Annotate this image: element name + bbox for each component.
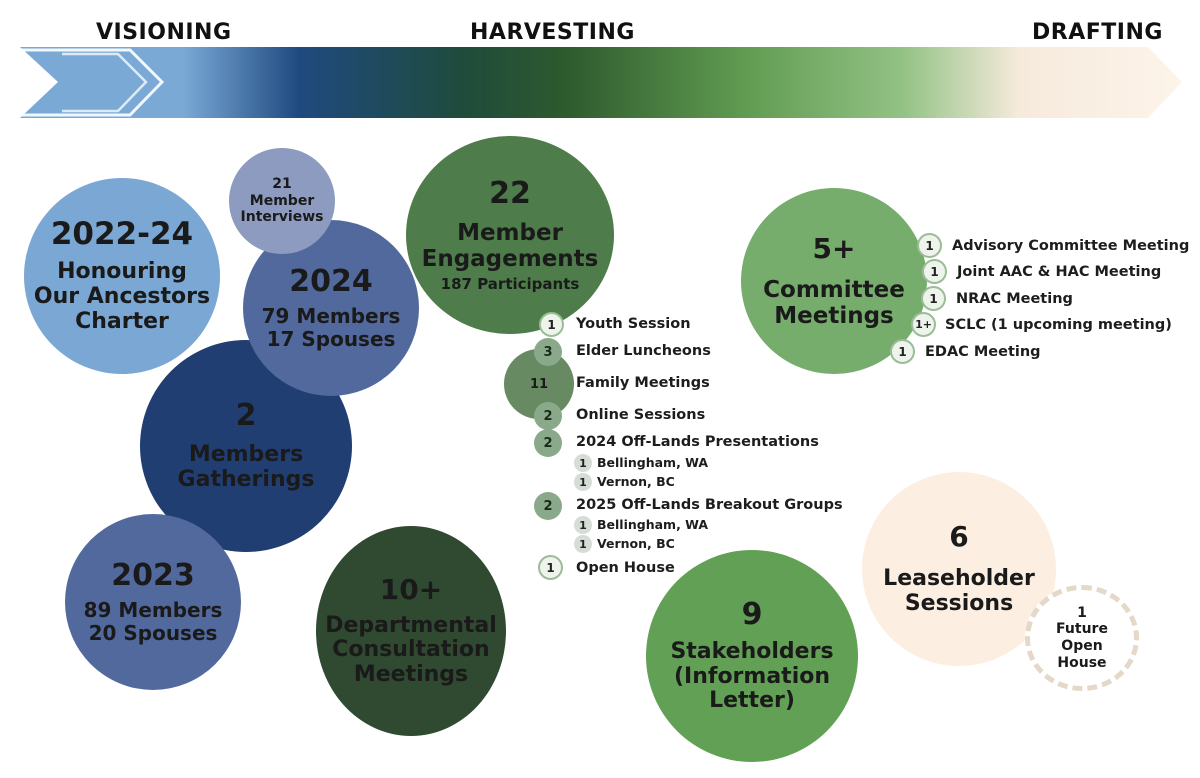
phase-drafting-label: DRAFTING	[1032, 20, 1163, 45]
engagements-participants: 187 Participants	[440, 275, 580, 294]
breakout-label: 2025 Off-Lands Breakout Groups	[576, 497, 843, 513]
engagements-count: 22	[489, 175, 531, 211]
departmental-bubble: 10+ Departmental Consultation Meetings	[316, 526, 506, 736]
stakeholders-line1: Stakeholders	[670, 638, 834, 664]
edac-badge: 1	[890, 339, 915, 364]
leaseholder-line2: Sessions	[904, 590, 1014, 616]
presentations-label: 2024 Off-Lands Presentations	[576, 434, 819, 450]
charter-line2: Our Ancestors	[33, 284, 211, 310]
family-meetings-label: Family Meetings	[576, 375, 710, 391]
family-meetings-count: 11	[529, 376, 549, 392]
departmental-line3: Meetings	[353, 662, 469, 688]
stakeholders-line3: Letter)	[709, 688, 795, 714]
advisory-badge: 1	[917, 233, 942, 258]
future-line1: Future	[1056, 621, 1108, 638]
engagements-line1: Member	[457, 220, 563, 247]
timeline-chevron-1	[20, 48, 165, 117]
interviews-line2: Interviews	[240, 209, 324, 226]
open-house-label: Open House	[576, 560, 675, 576]
pres-vernon-label: Vernon, BC	[597, 474, 675, 489]
interviews-count: 21	[272, 176, 292, 193]
leaseholder-bubble: 6 Leaseholder Sessions	[862, 472, 1056, 666]
charter-line3: Charter	[75, 308, 169, 334]
committee-count: 5+	[812, 232, 856, 266]
sclc-label: SCLC (1 upcoming meeting)	[945, 317, 1172, 333]
year-2024-title: 2024	[289, 264, 373, 300]
leaseholder-line1: Leaseholder	[883, 565, 1035, 591]
phase-visioning-label: VISIONING	[96, 20, 232, 45]
engagements-bubble: 22 Member Engagements 187 Participants	[406, 136, 614, 334]
stakeholders-bubble: 9 Stakeholders (Information Letter)	[646, 550, 858, 762]
leaseholder-count: 6	[949, 520, 969, 554]
departmental-line1: Departmental	[325, 612, 497, 638]
committee-line2: Meetings	[774, 302, 894, 329]
youth-session-label: Youth Session	[576, 316, 691, 332]
joint-label: Joint AAC & HAC Meeting	[957, 264, 1162, 280]
year-2024-line1: 79 Members	[261, 304, 401, 329]
brk-bellingham-label: Bellingham, WA	[597, 517, 709, 532]
advisory-label: Advisory Committee Meeting	[952, 238, 1190, 254]
nrac-label: NRAC Meeting	[956, 291, 1073, 307]
pres-vernon-badge: 1	[574, 473, 592, 491]
gatherings-line1: Members	[188, 442, 304, 468]
year-2023-line2: 20 Spouses	[88, 620, 218, 645]
nrac-badge: 1	[921, 286, 946, 311]
future-line3: House	[1057, 654, 1107, 671]
future-count: 1	[1077, 604, 1087, 621]
presentations-badge: 2	[534, 429, 562, 457]
timeline-arrow-body	[20, 47, 1182, 118]
future-open-house-bubble: 1 Future Open House	[1025, 585, 1139, 691]
sclc-badge: 1+	[911, 312, 936, 337]
year-2024-line2: 17 Spouses	[266, 326, 396, 351]
online-sessions-badge: 2	[534, 402, 562, 430]
year-2023-line1: 89 Members	[83, 598, 223, 623]
joint-badge: 1	[922, 259, 947, 284]
timeline-arrow	[20, 47, 1182, 118]
brk-bellingham-badge: 1	[574, 516, 592, 534]
stakeholders-count: 9	[741, 596, 763, 632]
edac-label: EDAC Meeting	[925, 344, 1041, 360]
departmental-count: 10+	[379, 572, 443, 606]
elder-luncheons-badge: 3	[534, 338, 562, 366]
brk-vernon-label: Vernon, BC	[597, 536, 675, 551]
gatherings-line2: Gatherings	[177, 466, 315, 492]
interviews-bubble: 21 Member Interviews	[229, 148, 335, 254]
pres-bellingham-label: Bellingham, WA	[597, 455, 709, 470]
committee-line1: Committee	[763, 276, 905, 303]
charter-line1: Honouring	[57, 259, 187, 285]
charter-year: 2022-24	[50, 216, 194, 253]
breakout-badge: 2	[534, 492, 562, 520]
elder-luncheons-label: Elder Luncheons	[576, 343, 711, 359]
stakeholders-line2: (Information	[673, 663, 831, 689]
year-2023-bubble: 2023 89 Members 20 Spouses	[65, 514, 241, 690]
online-sessions-label: Online Sessions	[576, 407, 706, 423]
brk-vernon-badge: 1	[574, 535, 592, 553]
interviews-line1: Member	[249, 192, 315, 209]
phase-harvesting-label: HARVESTING	[470, 20, 635, 45]
timeline-chevron-2	[62, 52, 148, 113]
open-house-badge: 1	[538, 555, 563, 580]
year-2023-title: 2023	[111, 558, 195, 594]
gatherings-count: 2	[235, 398, 257, 434]
charter-bubble: 2022-24 Honouring Our Ancestors Charter	[24, 178, 220, 374]
future-line2: Open	[1061, 638, 1103, 654]
pres-bellingham-badge: 1	[574, 454, 592, 472]
youth-session-badge: 1	[539, 312, 564, 337]
engagements-line2: Engagements	[421, 246, 599, 273]
departmental-line2: Consultation	[332, 637, 490, 663]
